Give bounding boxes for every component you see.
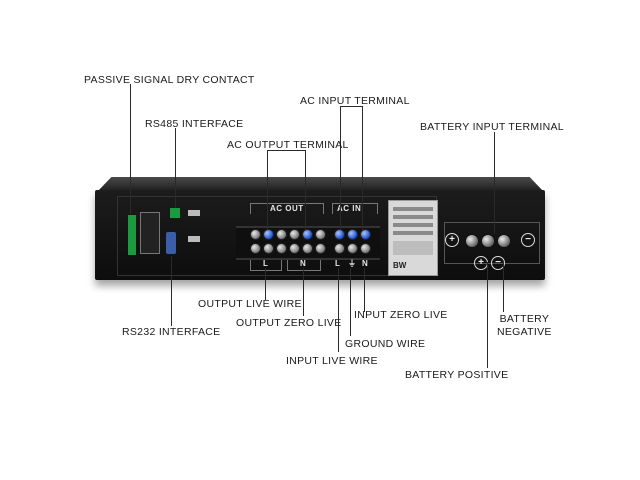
minus-symbol: − <box>521 233 535 247</box>
screw <box>360 243 371 254</box>
battery-post-positive <box>481 234 495 248</box>
nameplate-row <box>393 207 433 211</box>
screw <box>276 243 287 254</box>
screw <box>334 243 345 254</box>
label-input-zero: INPUT ZERO LIVE <box>354 309 448 321</box>
leader-line <box>265 268 266 300</box>
screw <box>250 229 261 240</box>
screw <box>302 243 313 254</box>
leader-line <box>494 132 495 234</box>
leader-line <box>340 106 341 230</box>
nameplate-row <box>393 215 433 219</box>
plus-symbol: + <box>445 233 459 247</box>
label-ac-output: AC OUTPUT TERMINAL <box>227 139 349 151</box>
leader-line <box>171 256 172 326</box>
l-bracket-out <box>250 260 282 271</box>
comm-label-2 <box>188 236 200 242</box>
n-bracket-out <box>287 260 321 271</box>
screw <box>315 243 326 254</box>
screw <box>289 243 300 254</box>
label-battery-positive: BATTERY POSITIVE <box>405 369 509 381</box>
device-top <box>98 177 543 191</box>
label-input-live: INPUT LIVE WIRE <box>286 355 378 367</box>
nameplate: BW <box>388 200 438 276</box>
n-label-in: N <box>362 259 369 268</box>
l-label-in: L <box>335 259 341 268</box>
leader-line <box>267 150 306 151</box>
leader-line <box>340 106 363 107</box>
leader-line <box>338 268 339 352</box>
screw <box>276 229 287 240</box>
nameplate-row <box>393 231 433 235</box>
label-ac-input: AC INPUT TERMINAL <box>300 95 410 107</box>
battery-post-negative <box>497 234 511 248</box>
signal-legend <box>140 212 160 254</box>
nameplate-row <box>393 223 433 227</box>
leader-line <box>303 268 304 316</box>
leader-line <box>175 128 176 208</box>
screw-highlight <box>360 229 371 240</box>
screw <box>263 243 274 254</box>
screw-highlight <box>263 229 274 240</box>
ac-out-bracket <box>250 203 324 214</box>
label-output-live: OUTPUT LIVE WIRE <box>198 298 302 310</box>
leader-line <box>267 150 268 230</box>
label-ground: GROUND WIRE <box>345 338 426 350</box>
battery-post <box>465 234 479 248</box>
screw <box>347 243 358 254</box>
screw <box>250 243 261 254</box>
ground-mark: ⏚ <box>348 259 357 268</box>
l-label-out: L <box>263 259 269 268</box>
label-battery-negative: BATTERY NEGATIVE <box>497 313 552 338</box>
nameplate-barcode <box>393 241 433 255</box>
ac-in-bracket <box>332 203 378 214</box>
label-passive-signal: PASSIVE SIGNAL DRY CONTACT <box>84 74 255 86</box>
dry-contact-terminal <box>128 215 136 255</box>
ac-in-label: AC IN <box>337 204 362 213</box>
screw-highlight <box>347 229 358 240</box>
label-rs485: RS485 INTERFACE <box>145 118 244 130</box>
comm-label-1 <box>188 210 200 216</box>
leader-line <box>130 84 131 214</box>
label-battery-input: BATTERY INPUT TERMINAL <box>420 121 564 133</box>
leader-line <box>305 150 306 230</box>
rs232-port <box>166 232 176 254</box>
ac-out-label: AC OUT <box>270 204 304 213</box>
leader-line <box>503 262 504 312</box>
plus-symbol-lower: + <box>474 256 488 270</box>
leader-line <box>364 268 365 312</box>
label-rs232: RS232 INTERFACE <box>122 326 221 338</box>
brand-logo: BW <box>393 261 407 270</box>
leader-line <box>362 106 363 230</box>
rs485-port <box>170 208 180 218</box>
screw-highlight <box>334 229 345 240</box>
n-label-out: N <box>300 259 307 268</box>
screw-highlight <box>302 229 313 240</box>
label-output-zero: OUTPUT ZERO LIVE <box>236 317 342 329</box>
minus-symbol-lower: − <box>491 256 505 270</box>
screw <box>315 229 326 240</box>
screw <box>289 229 300 240</box>
leader-line <box>350 268 351 336</box>
leader-line <box>487 262 488 368</box>
